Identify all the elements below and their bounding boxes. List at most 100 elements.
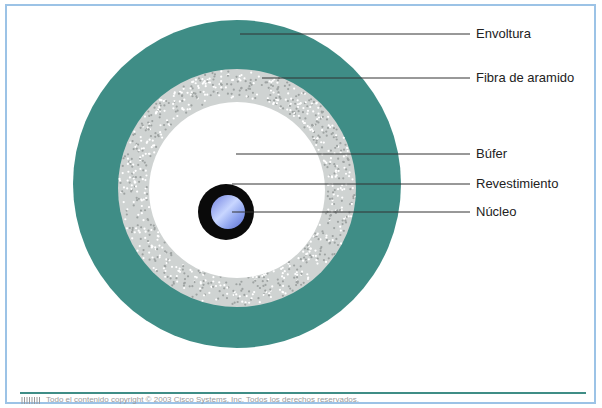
- fiber-speck: [327, 191, 329, 193]
- fiber-speck: [130, 188, 132, 190]
- fiber-speck: [327, 209, 329, 211]
- fiber-speck: [143, 228, 145, 230]
- fiber-speck: [232, 290, 234, 292]
- fiber-speck: [288, 268, 290, 270]
- fiber-speck: [329, 219, 331, 221]
- fiber-speck: [325, 234, 327, 236]
- fiber-speck: [123, 201, 125, 203]
- footer-tick: [37, 397, 38, 404]
- fiber-speck: [144, 237, 146, 239]
- fiber-speck: [331, 124, 333, 126]
- fiber-speck: [319, 253, 321, 255]
- fiber-speck: [126, 208, 128, 210]
- fiber-speck: [214, 73, 216, 75]
- fiber-speck: [304, 117, 306, 119]
- fiber-speck: [157, 109, 159, 111]
- fiber-speck: [312, 124, 314, 126]
- fiber-speck: [296, 271, 298, 273]
- fiber-speck: [192, 87, 194, 89]
- footer-ticks: [22, 397, 40, 404]
- fiber-speck: [144, 162, 146, 164]
- fiber-speck: [138, 149, 140, 151]
- fiber-speck: [320, 250, 322, 252]
- fiber-speck: [315, 255, 317, 257]
- fiber-speck: [201, 287, 203, 289]
- fiber-speck: [266, 81, 268, 83]
- fiber-speck: [132, 227, 134, 229]
- fiber-speck: [145, 174, 147, 176]
- fiber-speck: [145, 170, 147, 172]
- fiber-speck: [156, 270, 158, 272]
- fiber-speck: [340, 242, 342, 244]
- fiber-speck: [129, 141, 131, 143]
- fiber-speck: [118, 178, 120, 180]
- fiber-speck: [145, 153, 147, 155]
- fiber-speck: [300, 265, 302, 267]
- fiber-speck: [131, 231, 133, 233]
- fiber-speck: [140, 210, 142, 212]
- fiber-speck: [318, 116, 320, 118]
- fiber-speck: [142, 155, 144, 157]
- fiber-speck: [139, 168, 141, 170]
- fiber-speck: [136, 190, 138, 192]
- fiber-speck: [184, 278, 186, 280]
- fiber-speck: [161, 136, 163, 138]
- fiber-speck: [151, 256, 153, 258]
- fiber-speck: [148, 115, 150, 117]
- fiber-speck: [220, 70, 222, 72]
- fiber-speck: [139, 245, 141, 247]
- fiber-speck: [333, 136, 335, 138]
- fiber-speck: [309, 129, 311, 131]
- fiber-speck: [324, 253, 326, 255]
- fiber-speck: [305, 258, 307, 260]
- fiber-speck: [258, 75, 260, 77]
- fiber-speck: [176, 280, 178, 282]
- fiber-speck: [329, 242, 331, 244]
- fiber-speck: [135, 185, 137, 187]
- fiber-speck: [297, 106, 299, 108]
- fiber-speck: [307, 125, 309, 127]
- fiber-speck: [347, 150, 349, 152]
- fiber-speck: [331, 175, 333, 177]
- fiber-speck: [146, 193, 148, 195]
- fiber-speck: [166, 262, 168, 264]
- fiber-speck: [131, 237, 133, 239]
- fiber-speck: [139, 176, 141, 178]
- fiber-speck: [179, 267, 181, 269]
- fiber-speck: [304, 102, 306, 104]
- fiber-speck: [308, 99, 310, 101]
- fiber-speck: [136, 216, 138, 218]
- fiber-speck: [201, 300, 203, 302]
- fiber-speck: [347, 159, 349, 161]
- fiber-speck: [350, 215, 352, 217]
- fiber-speck: [352, 187, 354, 189]
- fiber-speck: [129, 182, 131, 184]
- fiber-speck: [168, 123, 170, 125]
- fiber-speck: [164, 265, 166, 267]
- fiber-speck: [345, 173, 347, 175]
- fiber-speck: [263, 293, 265, 295]
- fiber-speck: [337, 170, 339, 172]
- fiber-speck: [140, 136, 142, 138]
- fiber-speck: [142, 178, 144, 180]
- fiber-speck: [237, 80, 239, 82]
- fiber-speck: [270, 89, 272, 91]
- leader-lines: [232, 34, 470, 212]
- fiber-speck: [348, 215, 350, 217]
- fiber-speck: [251, 84, 253, 86]
- fiber-speck: [159, 105, 161, 107]
- fiber-speck: [279, 289, 281, 291]
- fiber-speck: [308, 250, 310, 252]
- fiber-speck: [129, 161, 131, 163]
- fiber-speck: [153, 107, 155, 109]
- fiber-speck: [289, 265, 291, 267]
- fiber-speck: [176, 115, 178, 117]
- fiber-speck: [199, 290, 201, 292]
- fiber-speck: [346, 147, 348, 149]
- fiber-speck: [254, 97, 256, 99]
- fiber-speck: [327, 195, 329, 197]
- fiber-speck: [271, 285, 273, 287]
- fiber-speck: [144, 209, 146, 211]
- fiber-speck: [122, 157, 124, 159]
- fiber-speck: [120, 191, 122, 193]
